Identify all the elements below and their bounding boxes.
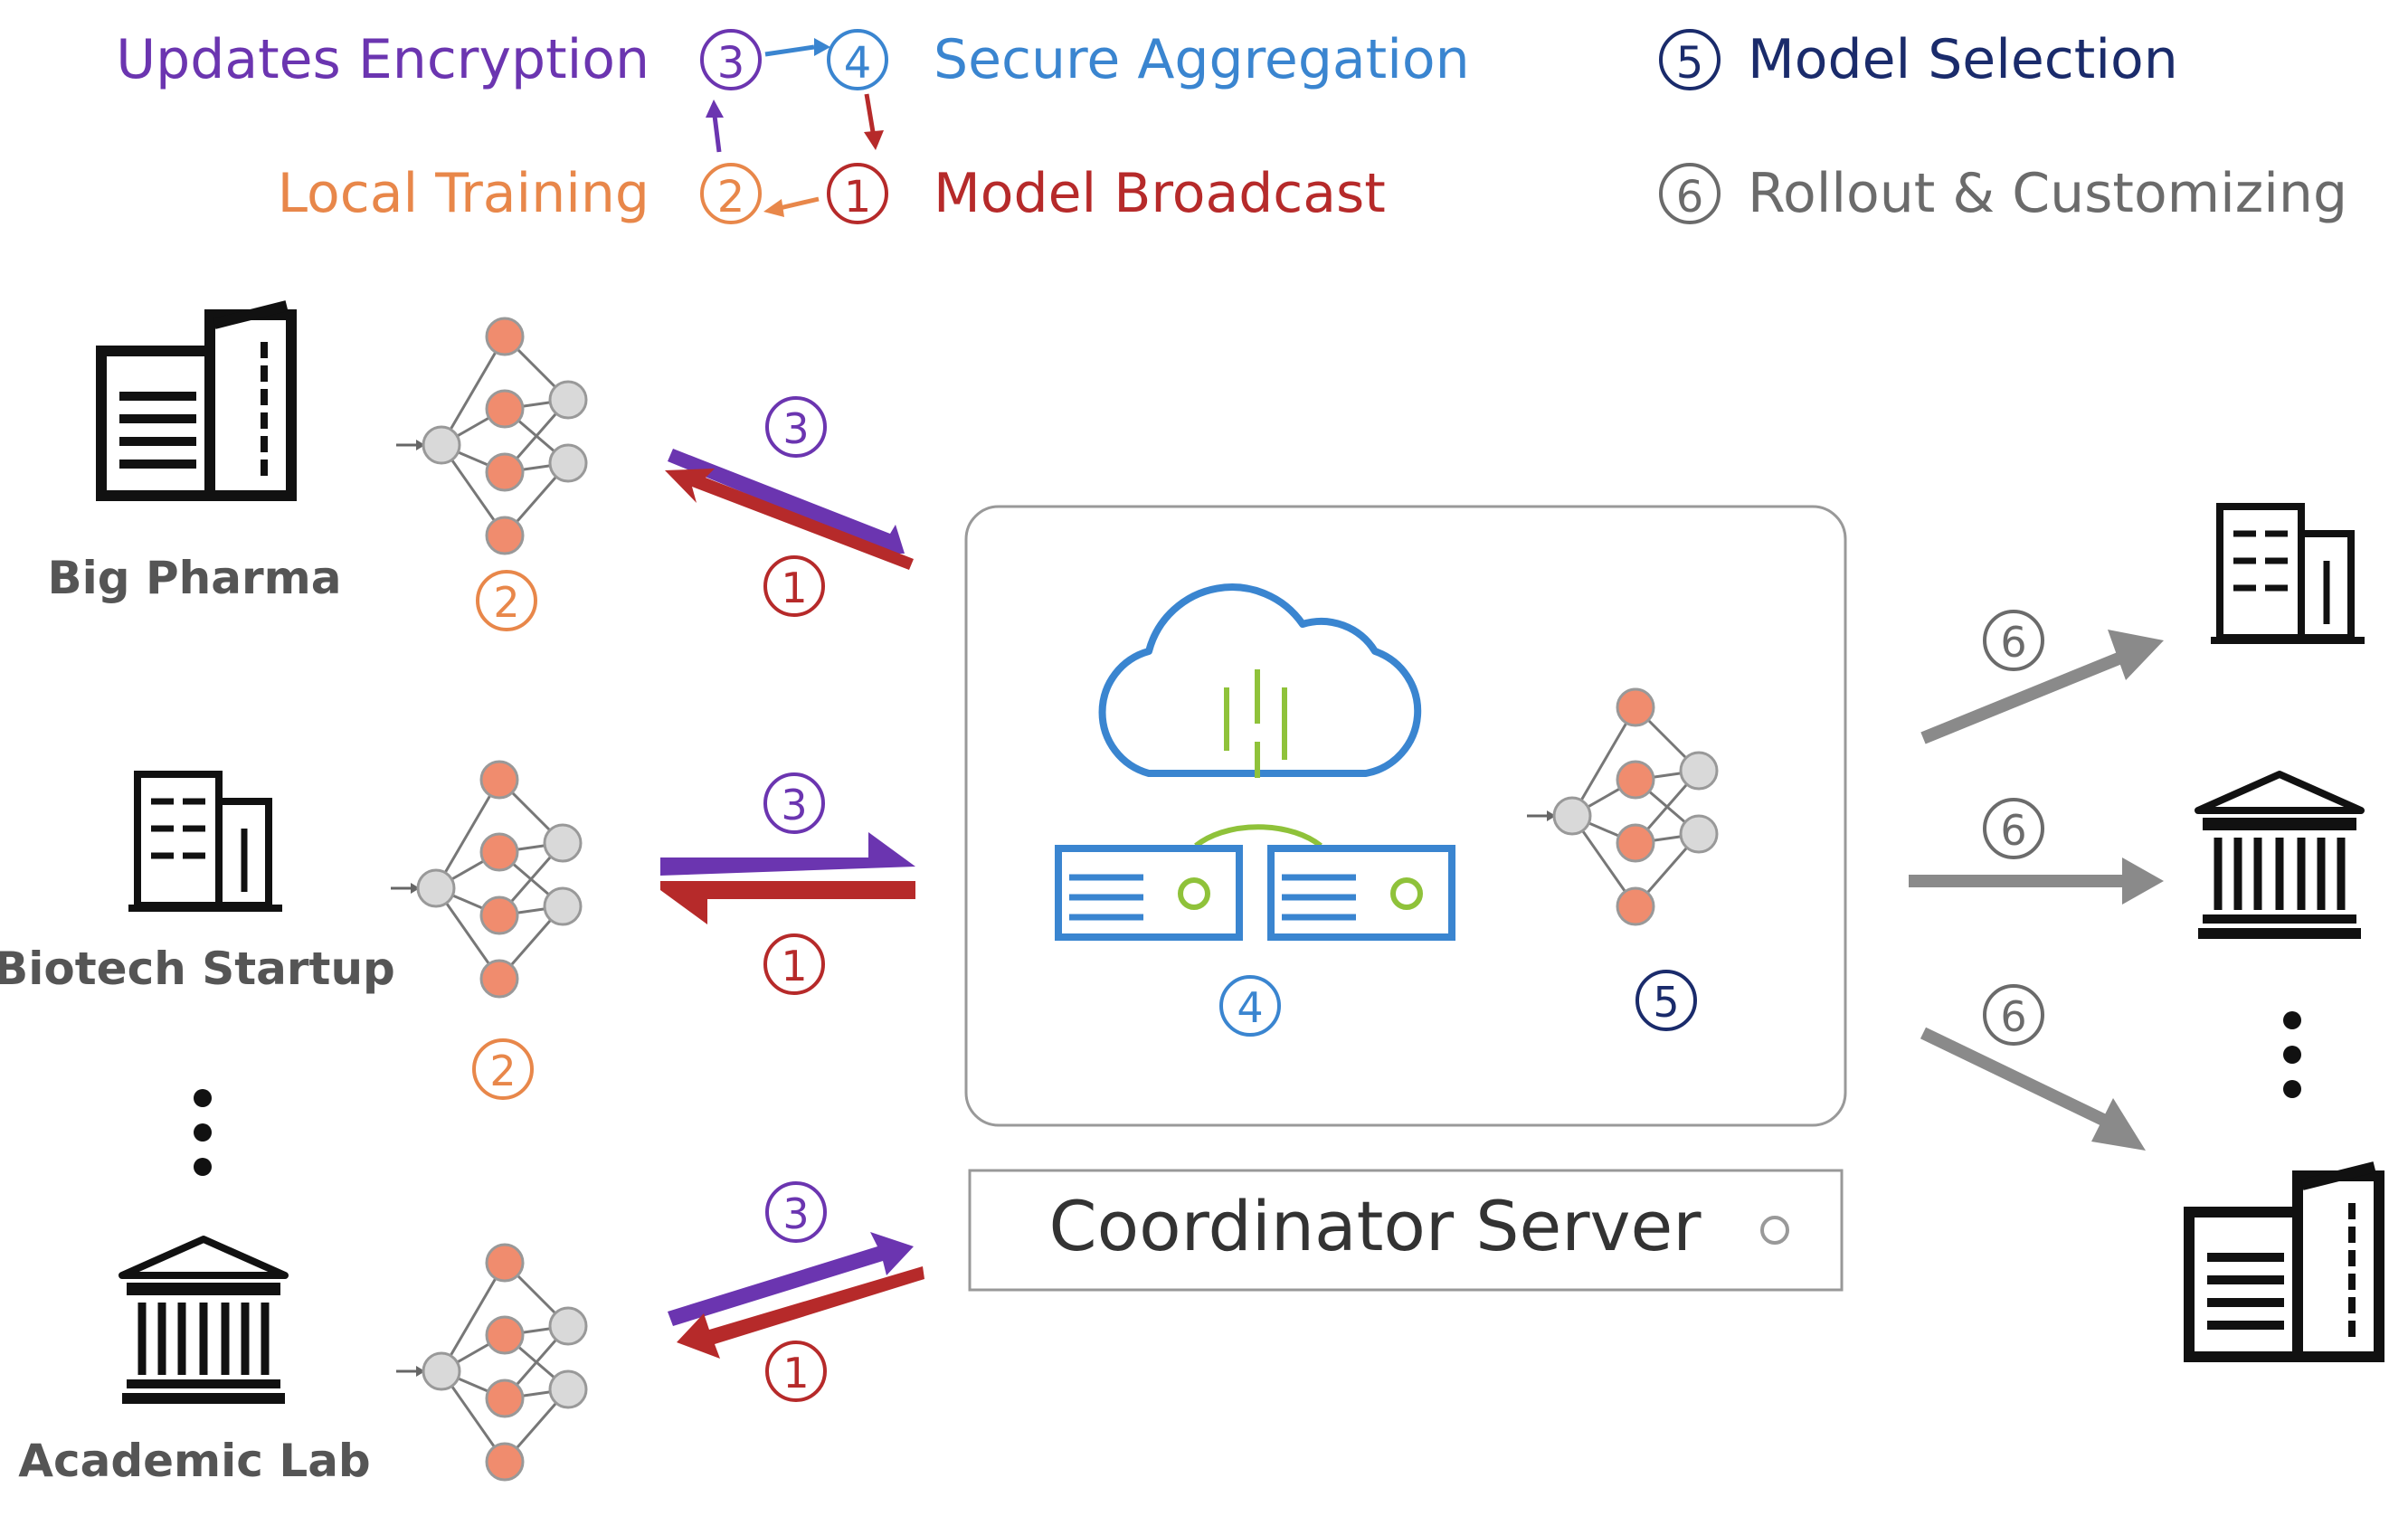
client-biotech-startup: Biotech Startup 2: [0, 760, 583, 1100]
recipient-tower-icon: [2189, 1167, 2379, 1357]
upload-arrow: [668, 449, 905, 554]
step-3-label: 3: [781, 781, 807, 829]
broadcast-arrow: [660, 881, 915, 924]
big-pharma-building-icon: [101, 306, 291, 496]
arrow-head-icon: [2091, 1098, 2146, 1151]
step-1-badge: [827, 163, 888, 224]
step-2-label: 2: [717, 172, 745, 223]
upload-arrow: [668, 1232, 914, 1326]
step-6-label: 6: [2000, 992, 2026, 1041]
step-5-badge: [1659, 29, 1721, 90]
arrow-2-to-3: [712, 115, 722, 153]
biotech-building-icon: [128, 774, 282, 908]
broadcast-arrow: [665, 469, 914, 570]
step-2-badge: [472, 1038, 534, 1100]
legend: Updates Encryption 3 4 Secure Aggregatio…: [116, 28, 2347, 225]
ellipsis-right: [2283, 1011, 2301, 1098]
rollout-arrow-3: [1920, 1027, 2129, 1137]
step-2-badge: [700, 163, 762, 224]
upload-arrow: [660, 832, 915, 876]
step-1-badge: [763, 555, 825, 617]
step-5-label: 5: [1653, 978, 1679, 1027]
aggregation-server-icon: [1055, 583, 1455, 941]
step-4-label: 4: [1237, 983, 1263, 1032]
exchange-row-3: 3 1: [668, 1181, 924, 1402]
arrow-head-icon: [2108, 630, 2164, 680]
step-6-badge: [1659, 163, 1721, 224]
arrow-head-icon: [814, 38, 830, 56]
step-4-badge: [1219, 975, 1281, 1037]
step-6-badge: [1983, 984, 2044, 1046]
step-6-label: 6: [2000, 618, 2026, 667]
step-4-label: 4: [844, 38, 872, 89]
step-3-badge: [763, 772, 825, 834]
legend-local-training: Local Training: [278, 162, 649, 225]
step-5-label: 5: [1676, 38, 1704, 89]
client-big-pharma: Big Pharma 2: [48, 306, 588, 631]
big-pharma-label: Big Pharma: [48, 552, 342, 604]
client-academic-lab: Academic Lab: [18, 1239, 588, 1487]
legend-rollout-customizing: Rollout & Customizing: [1748, 162, 2347, 225]
ellipsis-left: [194, 1089, 212, 1176]
step-1-label: 1: [781, 942, 807, 990]
legend-model-broadcast: Model Broadcast: [934, 162, 1386, 225]
academic-building-icon: [122, 1239, 285, 1404]
academic-lab-label: Academic Lab: [18, 1435, 370, 1487]
arrow-1-to-2: [779, 196, 820, 211]
step-3-label: 3: [717, 38, 745, 89]
arrow-4-to-1: [864, 93, 876, 133]
arrow-3-to-4: [764, 44, 815, 57]
step-3-label: 3: [782, 1189, 809, 1238]
legend-updates-encryption: Updates Encryption: [116, 28, 649, 91]
legend-model-selection: Model Selection: [1748, 28, 2178, 91]
step-5-badge: [1635, 970, 1697, 1031]
step-2-label: 2: [493, 578, 519, 627]
rollout-arrows: 6 6 6: [1909, 610, 2164, 1151]
step-3-badge: [700, 29, 762, 90]
step-6-badge: [1983, 610, 2044, 671]
biotech-startup-label: Biotech Startup: [0, 943, 395, 995]
coordinator-panel: 4 5: [964, 505, 1847, 1127]
step-6-label: 6: [1676, 172, 1704, 223]
coordinator-server-bar: Coordinator Server: [968, 1169, 1844, 1292]
local-model-icon: [394, 1243, 588, 1482]
exchange-row-1: 3 1: [665, 396, 914, 617]
step-1-badge: [763, 933, 825, 995]
arrow-head-icon: [2122, 857, 2164, 905]
broadcast-arrow: [677, 1266, 924, 1359]
recipient-office-icon: [2211, 507, 2365, 640]
step-6-badge: [1983, 798, 2044, 859]
power-indicator-icon: [1760, 1216, 1789, 1245]
legend-secure-aggregation: Secure Aggregation: [934, 28, 1470, 91]
step-2-label: 2: [489, 1047, 516, 1095]
step-1-badge: [765, 1341, 827, 1402]
exchange-row-2: 3 1: [660, 772, 915, 995]
arrow-head-icon: [864, 130, 884, 150]
arrow-head-icon: [706, 99, 724, 118]
step-3-badge: [765, 396, 827, 458]
step-1-label: 1: [781, 564, 807, 612]
local-model-icon: [389, 760, 583, 999]
arrow-head-icon: [763, 199, 784, 217]
step-3-badge: [765, 1181, 827, 1243]
rollout-recipients: [2189, 507, 2379, 1357]
coordinator-box: [964, 505, 1847, 1127]
server-bar-box: [968, 1169, 1844, 1292]
step-6-label: 6: [2000, 806, 2026, 855]
step-3-label: 3: [782, 404, 809, 453]
recipient-institution-icon: [2198, 774, 2361, 939]
coordinator-server-label: Coordinator Server: [1049, 1186, 1702, 1266]
rollout-arrow-1: [1920, 649, 2130, 744]
step-2-badge: [476, 570, 537, 631]
step-4-badge: [827, 29, 888, 90]
local-model-icon: [394, 317, 588, 555]
step-1-label: 1: [782, 1349, 809, 1398]
step-1-label: 1: [844, 172, 872, 223]
